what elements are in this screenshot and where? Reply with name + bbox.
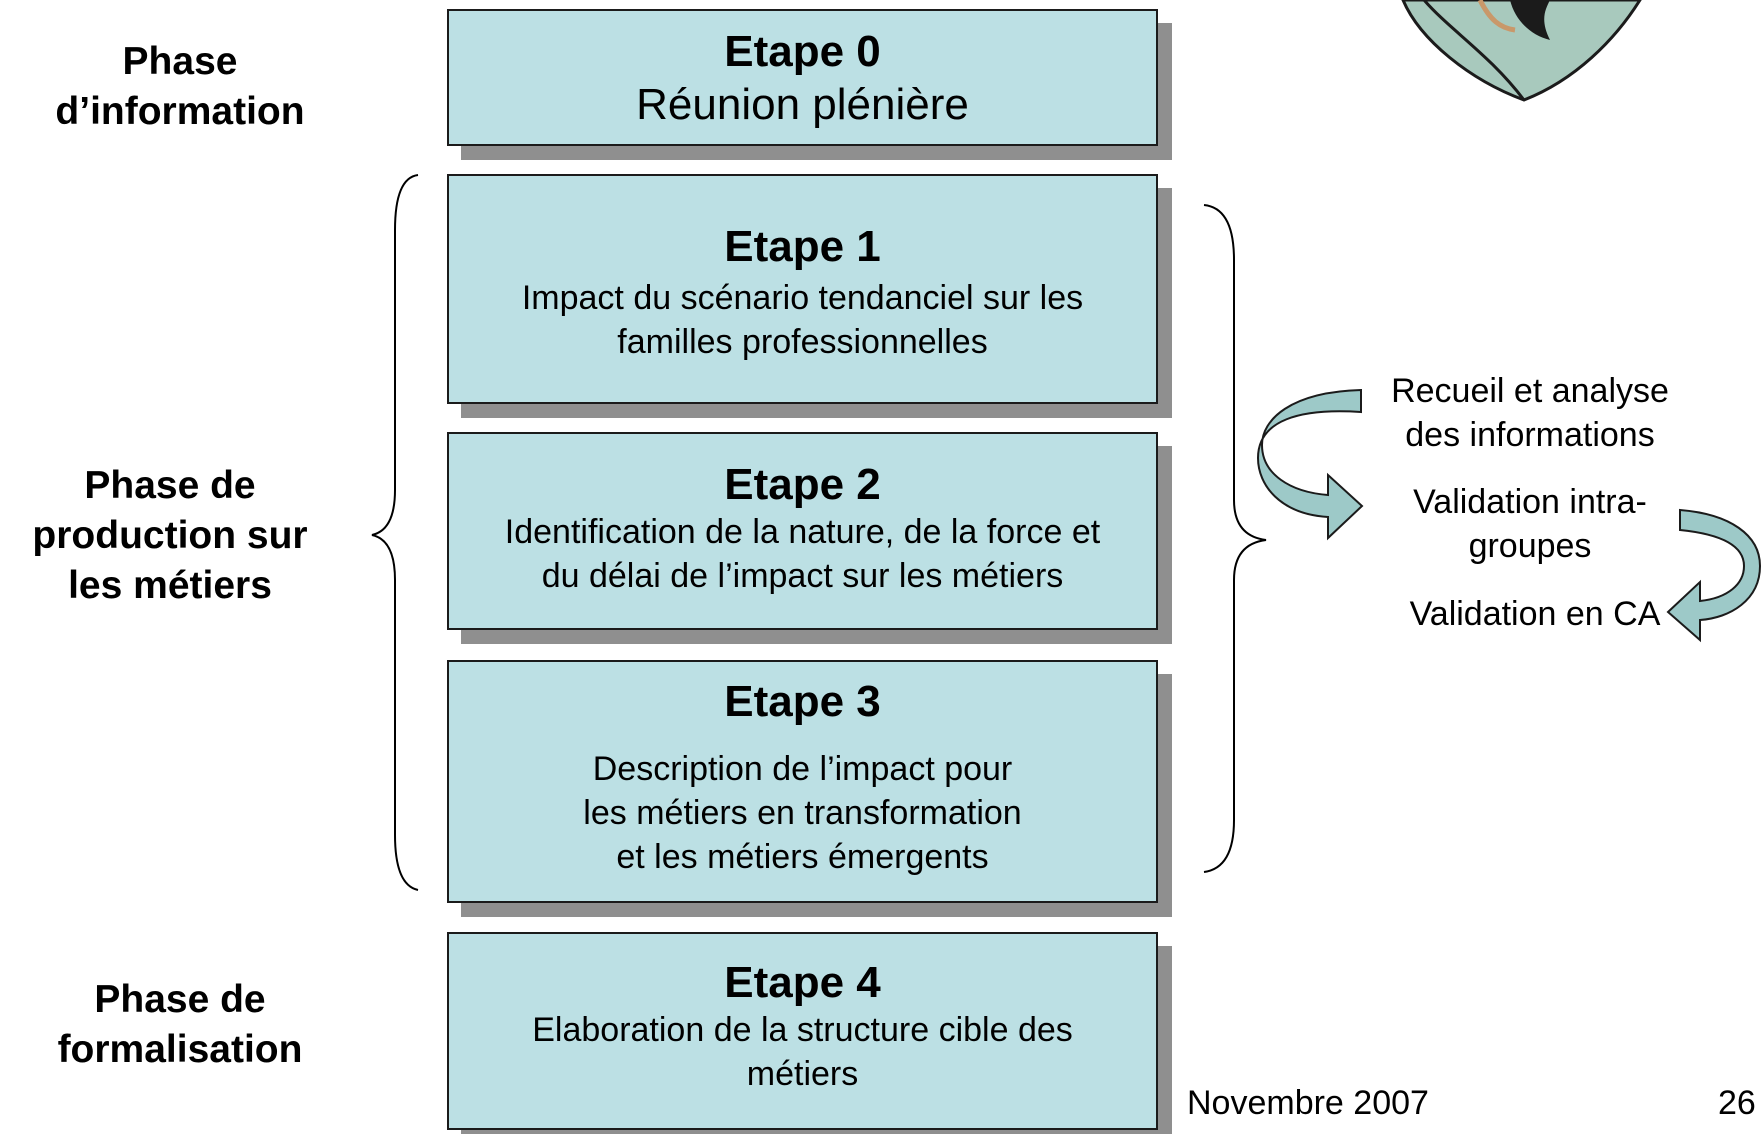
page-number: 26: [1718, 1084, 1756, 1122]
phase-formalisation-label: Phase de formalisation: [57, 978, 303, 1071]
step-4-title: Etape 4: [724, 958, 881, 1007]
step-0-box: Etape 0 Réunion plénière: [447, 9, 1158, 146]
curved-arrow-icon: [1666, 508, 1762, 643]
curved-arrow-icon: [1256, 388, 1364, 541]
step-2-description: Identification de la nature, de la force…: [504, 513, 1101, 595]
step-1-box: Etape 1 Impact du scénario tendanciel su…: [447, 174, 1158, 404]
collect-analysis-text: Recueil et analyse des informations: [1391, 372, 1669, 454]
step-0-title: Etape 0: [724, 27, 881, 76]
step-4-description: Elaboration de la structure cible des mé…: [532, 1011, 1073, 1093]
step-2-title: Etape 2: [724, 460, 881, 509]
left-brace: [371, 174, 419, 891]
step-2-box: Etape 2 Identification de la nature, de …: [447, 432, 1158, 630]
clipart-icon: [1401, 0, 1642, 102]
step-3-title: Etape 3: [724, 677, 881, 726]
step-3-box: Etape 3 Description de l’impact pour les…: [447, 660, 1158, 903]
step-4-box: Etape 4 Elaboration de la structure cibl…: [447, 932, 1158, 1130]
footer-date: Novembre 2007: [1187, 1084, 1429, 1122]
phase-production-label: Phase de production sur les métiers: [32, 464, 308, 607]
step-1-description: Impact du scénario tendanciel sur les fa…: [521, 279, 1084, 361]
step-3-description: Description de l’impact pour les métiers…: [583, 750, 1022, 876]
validation-intra-text: Validation intra-groupes: [1413, 483, 1647, 565]
step-1-title: Etape 1: [724, 222, 881, 271]
right-brace: [1203, 204, 1267, 873]
phase-information-label: Phase d’information: [55, 40, 305, 133]
step-0-description: Réunion plénière: [636, 80, 969, 129]
validation-ca-text: Validation en CA: [1409, 595, 1661, 633]
